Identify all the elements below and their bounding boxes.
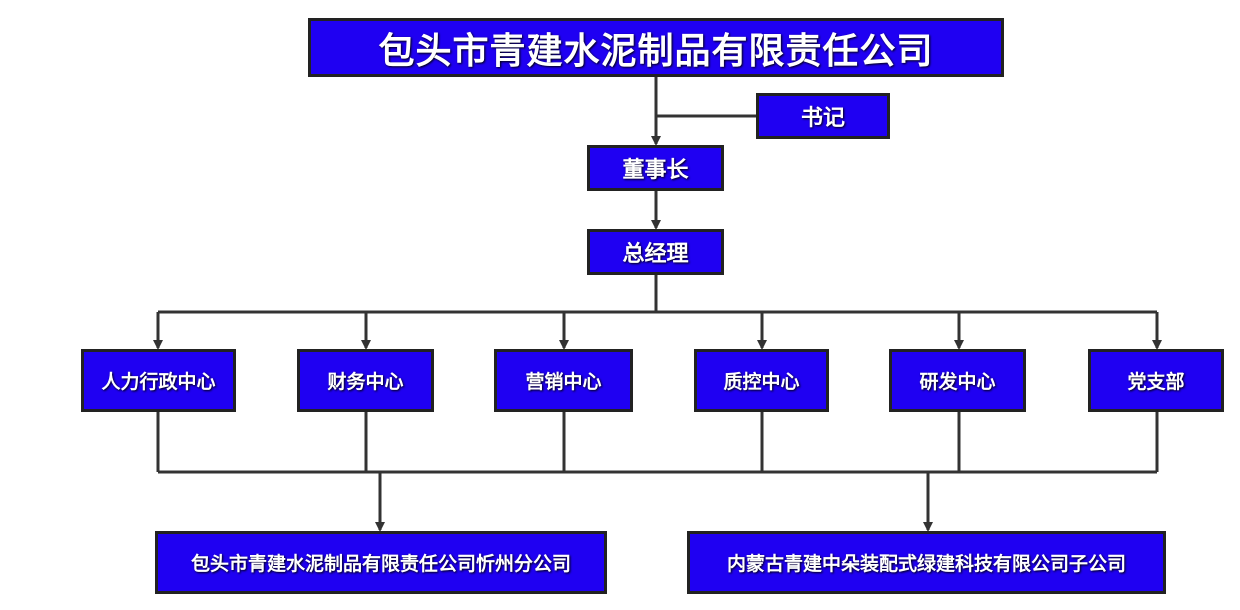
general-manager-box: 总经理: [587, 229, 724, 275]
dept-quality-control: 质控中心: [694, 349, 829, 412]
secretary-box: 书记: [756, 93, 890, 139]
dept-finance: 财务中心: [297, 349, 434, 412]
dept-rnd: 研发中心: [889, 349, 1026, 412]
dept-marketing: 营销中心: [494, 349, 633, 412]
subsidiary-inner-mongolia: 内蒙古青建中朵装配式绿建科技有限公司子公司: [687, 531, 1166, 594]
subsidiary-xinzhou-branch: 包头市青建水泥制品有限责任公司忻州分公司: [155, 531, 607, 594]
company-box: 包头市青建水泥制品有限责任公司: [308, 18, 1004, 77]
chairman-box: 董事长: [587, 145, 724, 191]
dept-party-branch: 党支部: [1088, 349, 1224, 412]
dept-hr-admin: 人力行政中心: [81, 349, 236, 412]
